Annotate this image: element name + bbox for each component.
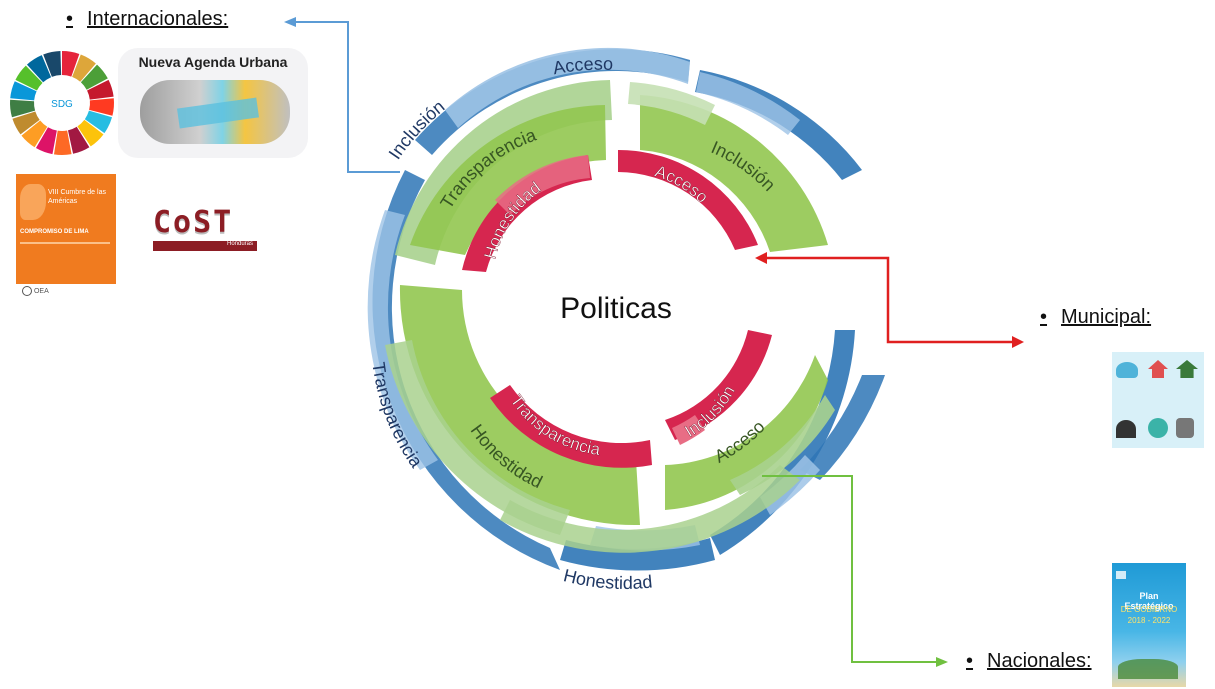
connector-nacionales — [762, 475, 948, 667]
sdg-wheel-segment — [10, 99, 36, 118]
plan-title: Plan Estratégico — [1124, 591, 1174, 611]
center-label: Politicas — [560, 292, 672, 325]
sdg-wheel-logo: SDG — [10, 51, 114, 155]
municipal-label: Municipal: — [1061, 306, 1152, 328]
middle-ring-seg-topright — [640, 95, 828, 252]
section-municipal: • Municipal: — [1040, 306, 1151, 329]
outer-ring-seg-right2 — [800, 375, 885, 480]
cumbre-americas-logo: VIII Cumbre de las Américas COMPROMISO D… — [16, 174, 116, 284]
bullet-icon: • — [66, 8, 74, 30]
bullet-icon: • — [1040, 306, 1048, 328]
section-internacionales: • Internacionales: — [66, 8, 228, 31]
municipal-icons-thumbnail — [1112, 352, 1204, 448]
middle-ring-seg-bottomright-light — [730, 395, 835, 495]
sdg-wheel-segment — [87, 79, 114, 100]
middle-ring-seg-bottomleft-light — [385, 340, 570, 535]
plan-estrategico-cover: Plan Estratégico DE GOBIERNO 2018 - 2022 — [1112, 563, 1186, 687]
middle-ring-seg-bottom — [500, 465, 800, 553]
outer-ring-seg-right — [710, 330, 855, 555]
emblem-icon — [1116, 571, 1126, 579]
inner-ring-seg-bottomright — [665, 330, 772, 440]
sdg-wheel-segment — [89, 98, 114, 116]
inner-ring-seg-bottomright-light — [672, 415, 705, 445]
oea-footer: OEA — [22, 286, 122, 298]
sdg-wheel-segment — [12, 111, 40, 135]
sdg-wheel-segment — [62, 51, 80, 77]
inner-ring — [462, 149, 772, 468]
nacionales-label: Nacionales: — [987, 650, 1092, 672]
sdg-wheel-segment — [77, 119, 104, 147]
nueva-agenda-urbana-logo: Nueva Agenda Urbana — [118, 48, 308, 158]
internacionales-label: Internacionales: — [87, 8, 229, 30]
home-icon — [1176, 360, 1198, 378]
house-icon — [1148, 360, 1168, 378]
cumbre-title: VIII Cumbre de las Américas — [48, 189, 106, 205]
outer-ring-seg-top-light — [445, 47, 690, 129]
section-nacionales: • Nacionales: — [966, 650, 1092, 673]
outer-label-acceso: Acceso — [551, 54, 613, 79]
sdg-wheel-segment — [26, 55, 52, 83]
volcano-icon — [1116, 420, 1136, 438]
oea-seal-icon — [22, 286, 32, 296]
sdg-wheel-segment — [35, 127, 57, 155]
cumbre-subtitle: COMPROMISO DE LIMA — [20, 229, 89, 235]
outer-ring-seg-left — [372, 170, 560, 570]
cost-subtitle: Honduras — [153, 241, 257, 251]
agenda-title: Nueva Agenda Urbana — [138, 54, 288, 70]
sdg-wheel-segment — [21, 120, 48, 148]
bullet-icon: • — [966, 650, 974, 672]
cost-wordmark: CoST — [153, 205, 234, 240]
middle-ring-seg-topleft-dark — [410, 105, 606, 255]
sdg-wheel-segment — [53, 130, 72, 155]
sdg-wheel-segment — [67, 126, 90, 154]
document-icon — [1176, 418, 1194, 438]
sdg-wheel-segment — [84, 110, 113, 134]
outer-ring-seg-topright-light — [696, 72, 800, 135]
sdg-wheel-segment — [15, 65, 43, 91]
plan-subtitle: DE GOBIERNO — [1120, 605, 1178, 614]
sdg-wheel-segment — [80, 64, 108, 90]
middle-ring — [385, 80, 835, 553]
sdg-wheel-center — [36, 77, 88, 129]
oea-label: OEA — [33, 287, 49, 295]
water-icon — [1116, 362, 1138, 378]
plan-years: 2018 - 2022 — [1127, 616, 1171, 625]
globe-icon — [1148, 418, 1168, 438]
sdg-wheel-segment — [43, 51, 62, 77]
sdg-wheel-segment — [10, 81, 37, 101]
middle-ring-seg-bottomleft — [399, 285, 640, 526]
inner-ring-seg-topleft-light — [495, 155, 590, 215]
sdg-wheel-segment — [72, 54, 96, 82]
inner-ring-seg-bottomleft — [490, 385, 652, 468]
middle-ring-seg-topright-light — [628, 82, 715, 125]
connector-internacionales — [284, 17, 400, 173]
landscape-icon — [1118, 659, 1178, 679]
inner-ring-seg-topright — [618, 149, 758, 250]
sdg-wheel-label: SDG — [51, 99, 73, 110]
cost-logo: CoST Honduras — [153, 205, 257, 253]
outer-ring-seg-left-light — [367, 210, 438, 470]
divider — [20, 242, 110, 244]
middle-ring-seg-bottomright — [665, 355, 828, 510]
americas-map-icon — [20, 184, 46, 220]
connector-municipal — [755, 252, 1024, 348]
